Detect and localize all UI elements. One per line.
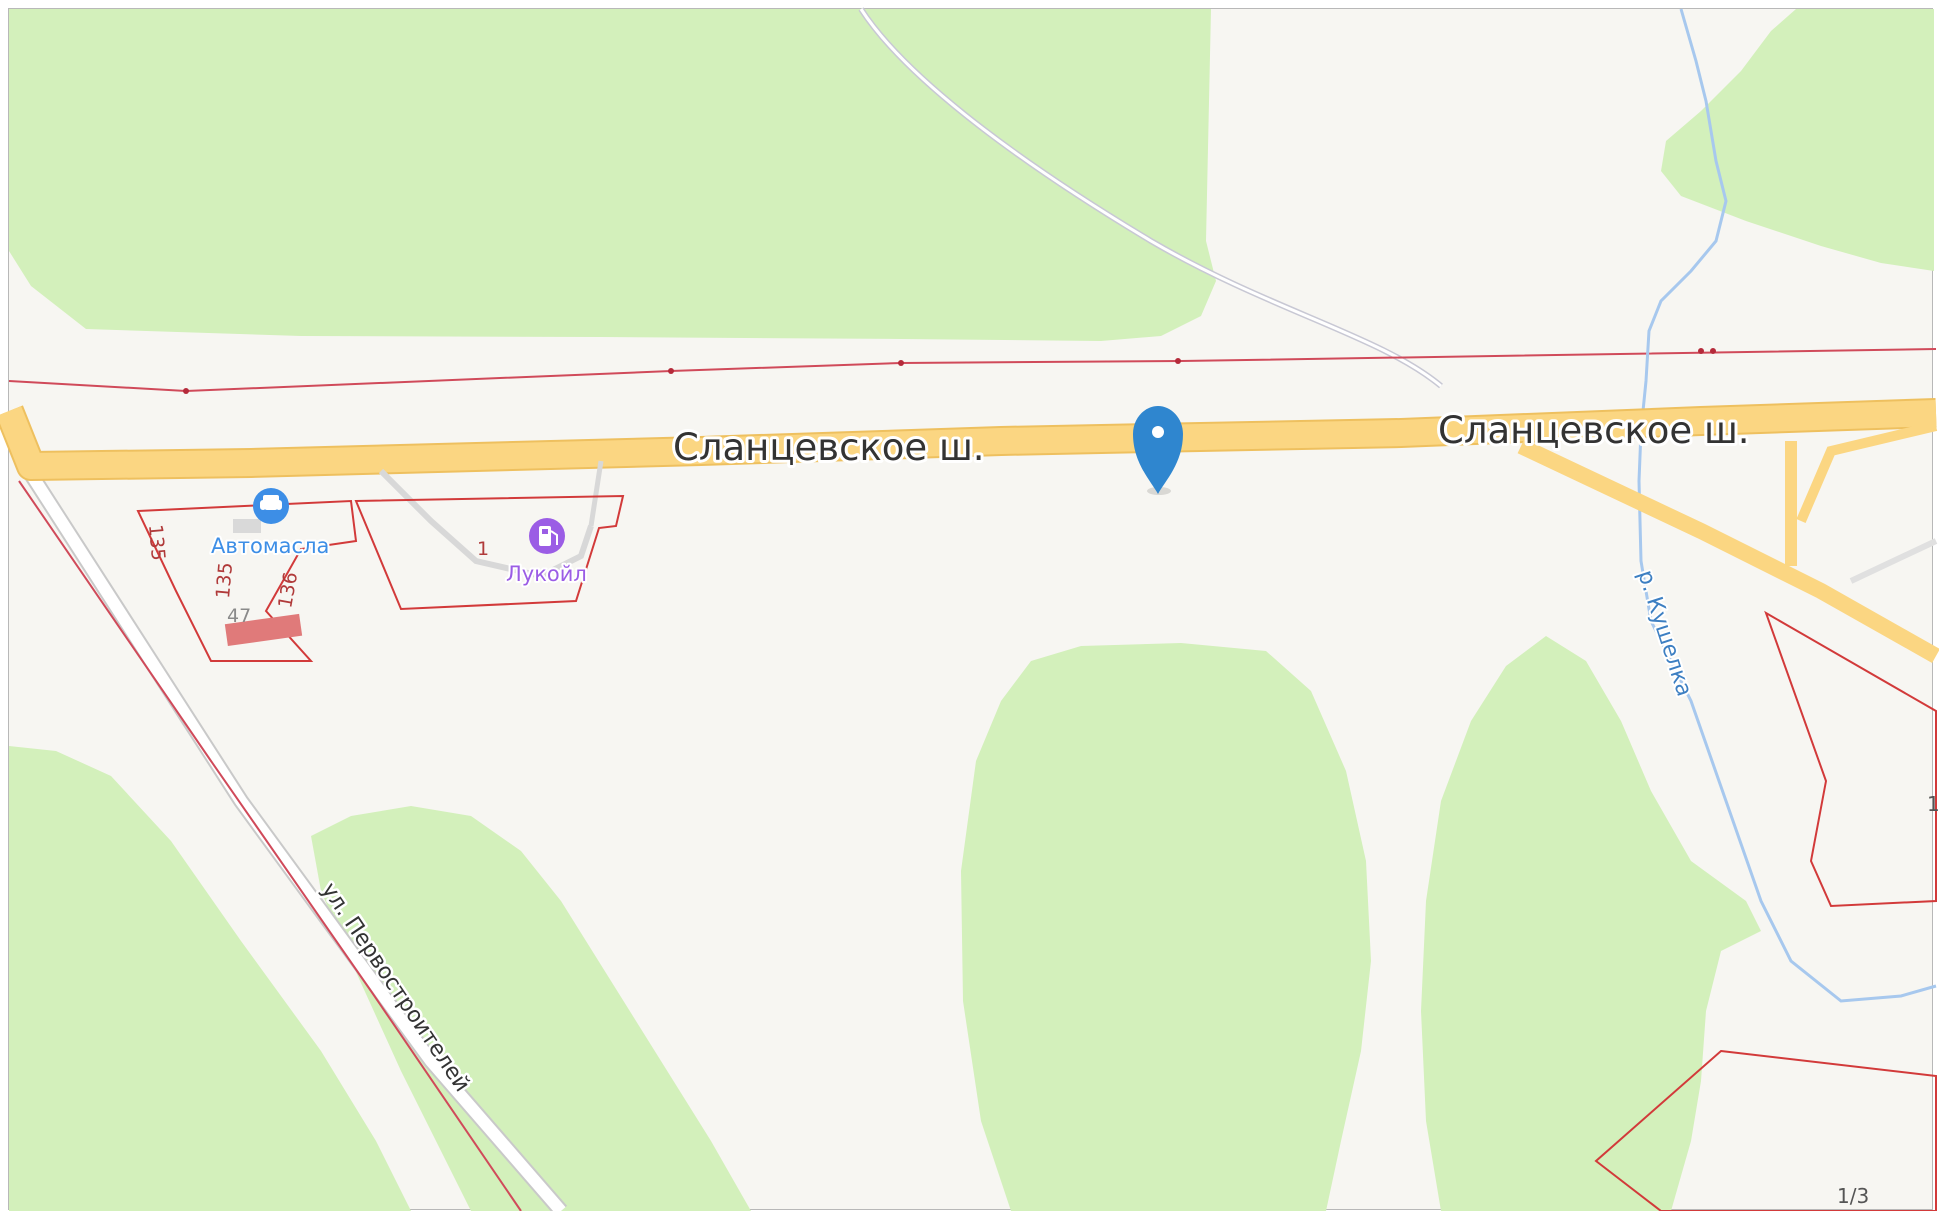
forest-area [961,643,1371,1211]
poi-lukoil[interactable]: Лукойл [504,518,589,588]
land-parcel [354,494,625,611]
map-layer[interactable]: Сланцевское ш. Сланцевское ш. ул. Первос… [0,7,1939,1211]
ramp-road [1849,538,1938,584]
parcel-number: 1 [477,538,489,560]
land-parcel [1764,610,1937,908]
poi-label[interactable]: Автомасла [209,532,331,560]
ramp-road [1796,421,1938,523]
parcel-number: 136 [274,570,302,610]
boundary-markers [183,348,1716,394]
boundary-line [18,480,522,1211]
parcel-number: 1 [1927,792,1939,816]
location-pin-icon[interactable] [1133,406,1183,495]
map-canvas[interactable]: Сланцевское ш. Сланцевское ш. ул. Первос… [0,7,1939,1211]
ramp-road [1517,438,1939,663]
building-number: 47 [227,605,251,627]
parcel-number: 135 [144,524,169,562]
service-road [378,468,594,580]
land-parcel [136,499,358,662]
street-road [23,467,566,1211]
parcel-number: 135 [212,561,237,599]
building [233,519,261,533]
forest-area [311,806,751,1211]
highway-label: Сланцевское ш. [673,426,985,469]
highway-label: Сланцевское ш. [1438,409,1750,452]
land-parcel [1594,1049,1937,1211]
forest-area [9,9,1216,341]
service-road [588,460,604,527]
parcel-number: 1/3 [1837,1184,1869,1208]
poi-automasla[interactable]: Автомасла [209,488,331,560]
forest-area [1421,636,1761,1211]
highway-road [0,400,1937,479]
building [224,613,303,647]
forest-area [1661,9,1934,271]
boundary-line [8,348,1937,393]
forest-area [9,746,411,1211]
poi-label[interactable]: Лукойл [504,560,589,588]
railway-line [859,8,1442,388]
river-label: р. Кушелка [1632,567,1696,699]
